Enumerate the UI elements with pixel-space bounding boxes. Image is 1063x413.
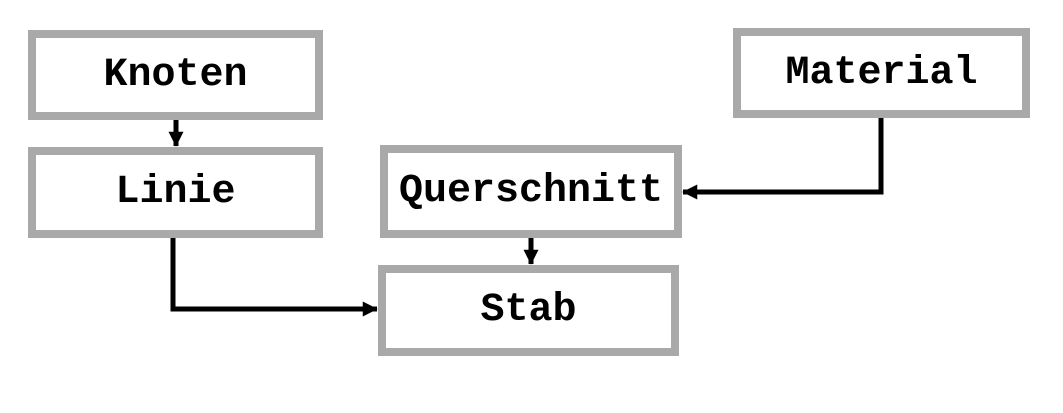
node-linie-label: Linie <box>115 170 236 215</box>
node-stab-label: Stab <box>480 288 577 333</box>
arrow-linie-to-stab <box>170 238 378 317</box>
node-querschnitt: Querschnitt <box>380 145 682 238</box>
node-stab: Stab <box>378 265 679 356</box>
node-linie: Linie <box>28 147 323 238</box>
node-knoten-label: Knoten <box>103 52 248 98</box>
node-knoten: Knoten <box>28 30 323 120</box>
node-material-label: Material <box>785 50 978 96</box>
node-material: Material <box>733 28 1030 118</box>
arrow-material-to-querschnitt <box>682 118 884 200</box>
node-querschnitt-label: Querschnitt <box>398 169 664 214</box>
